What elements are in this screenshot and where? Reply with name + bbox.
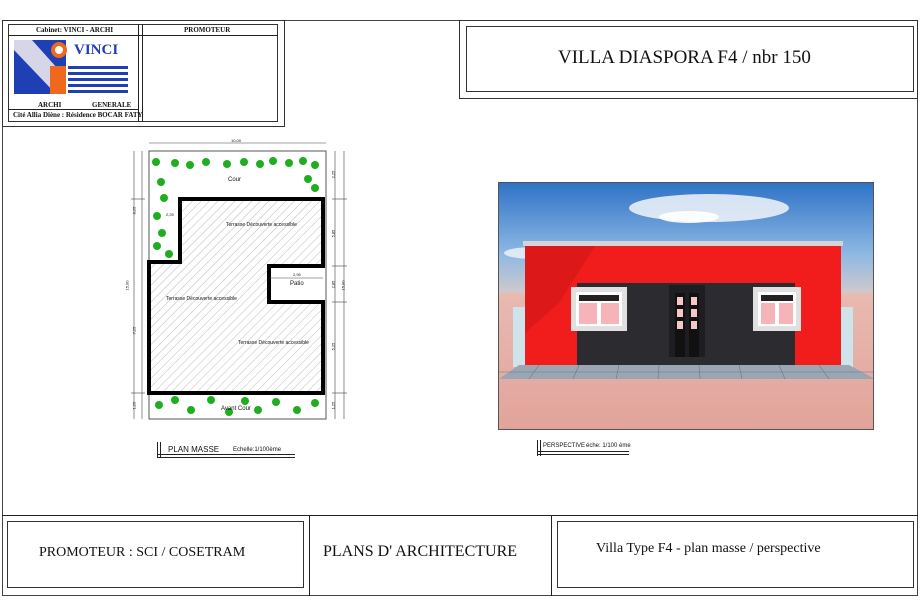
tree-icon [311, 399, 319, 407]
footer-villa-box [557, 521, 914, 588]
tree-icon [304, 175, 312, 183]
dim-left-mid: 7,25 [131, 326, 137, 335]
tree-icon [240, 158, 248, 166]
dim-right-d: 5,25 [330, 342, 336, 351]
logo-text: VINCI [74, 42, 119, 58]
dim-right-b: 5,85 [330, 229, 336, 238]
tree-icon [225, 408, 233, 416]
cartouche [2, 20, 285, 127]
footer-promoteur-box [7, 521, 304, 588]
tree-icon [311, 184, 319, 192]
tree-icon [165, 250, 173, 258]
tree-icon [160, 194, 168, 202]
dim-right-total: 15,00 [340, 280, 346, 291]
tree-icon [155, 401, 163, 409]
tree-icon [299, 157, 307, 165]
footer-plans: PLANS D' ARCHITECTURE [323, 543, 518, 560]
terrasse-label-3: Terrasse Découverte accessible [238, 340, 309, 346]
dim-left-top: 8,25 [131, 206, 137, 215]
tree-icon [311, 161, 319, 169]
perspective-render [498, 182, 874, 430]
tree-icon [157, 178, 165, 186]
plan-masse-scale: Echelle:1/100ème [233, 447, 282, 453]
tree-icon [269, 157, 277, 165]
dim-right-e: 1,25 [330, 401, 336, 410]
tree-icon [256, 160, 264, 168]
cour-label: Cour [228, 177, 242, 183]
dim-top: 10,00 [231, 138, 242, 143]
perspective-caption: PERSPECTIVE [543, 443, 586, 449]
tree-icon [152, 158, 160, 166]
terrasse-label-1: Terrasse Découverte accessible [226, 222, 297, 228]
tree-icon [207, 396, 215, 404]
title-box [466, 26, 914, 92]
dim-notch: 2,25 [166, 212, 174, 217]
cartouche-inner [8, 24, 278, 122]
dim-left-total: 15,00 [124, 280, 130, 291]
dim-right-c: 2,85 [330, 280, 336, 289]
promoteur-header: PROMOTEUR [184, 26, 231, 34]
tree-icon [272, 398, 280, 406]
project-title: VILLA DIASPORA F4 / nbr 150 [558, 47, 811, 68]
generale-label: GENERALE [92, 101, 132, 109]
archi-label: ARCHI [38, 101, 62, 109]
dim-left-bottom: 1,25 [131, 401, 137, 410]
plan-masse-caption: PLAN MASSE [168, 445, 220, 454]
tree-icon [293, 406, 301, 414]
tree-icon [158, 229, 166, 237]
dim-patio-width: 2,95 [293, 272, 301, 277]
footer-promoteur: PROMOTEUR : SCI / COSETRAM [39, 545, 246, 560]
tree-icon [171, 159, 179, 167]
tree-icon [187, 406, 195, 414]
terrasse-label-2: Terrasse Découverte accessible [166, 296, 237, 302]
title-box-outer [459, 20, 918, 99]
perspective-scale: éche: 1/100 ème [586, 443, 631, 449]
address-label: Cité Allia Diène : Résidence BOCAR FATY [13, 111, 143, 119]
tree-icon [285, 159, 293, 167]
tree-icon [153, 242, 161, 250]
tree-icon [202, 158, 210, 166]
cabinet-label: Cabinet: VINCI - ARCHI [36, 26, 114, 34]
tree-icon [223, 160, 231, 168]
patio-label: Patio [290, 281, 304, 287]
tree-icon [153, 212, 161, 220]
plan-masse: Cour Avant Cour Patio Terrasse Découvert… [124, 138, 358, 424]
tree-icon [254, 406, 262, 414]
vinci-logo: VINCI [12, 38, 130, 96]
footer-villa-type: Villa Type F4 - plan masse / perspective [596, 541, 821, 556]
tree-icon [171, 396, 179, 404]
tree-icon [186, 161, 194, 169]
avant-cour-label: Avant Cour [221, 406, 251, 412]
tree-icon [241, 397, 249, 405]
dim-right-a: 2,25 [330, 170, 336, 179]
